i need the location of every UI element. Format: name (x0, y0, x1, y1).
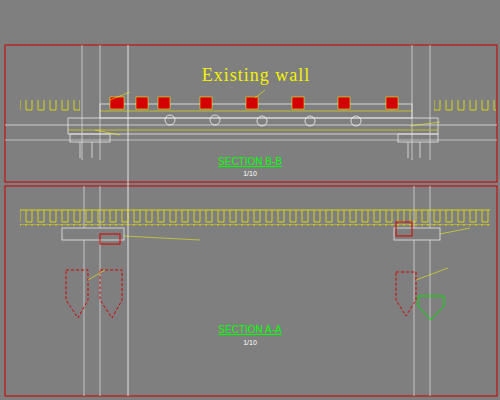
scale-note: 1/10 (243, 339, 257, 346)
section-title: SECTION B-B (218, 156, 282, 167)
section-title: SECTION A-A (218, 324, 281, 335)
scale-note: 1/10 (243, 170, 257, 177)
wall-note: Existing wall (202, 65, 311, 86)
